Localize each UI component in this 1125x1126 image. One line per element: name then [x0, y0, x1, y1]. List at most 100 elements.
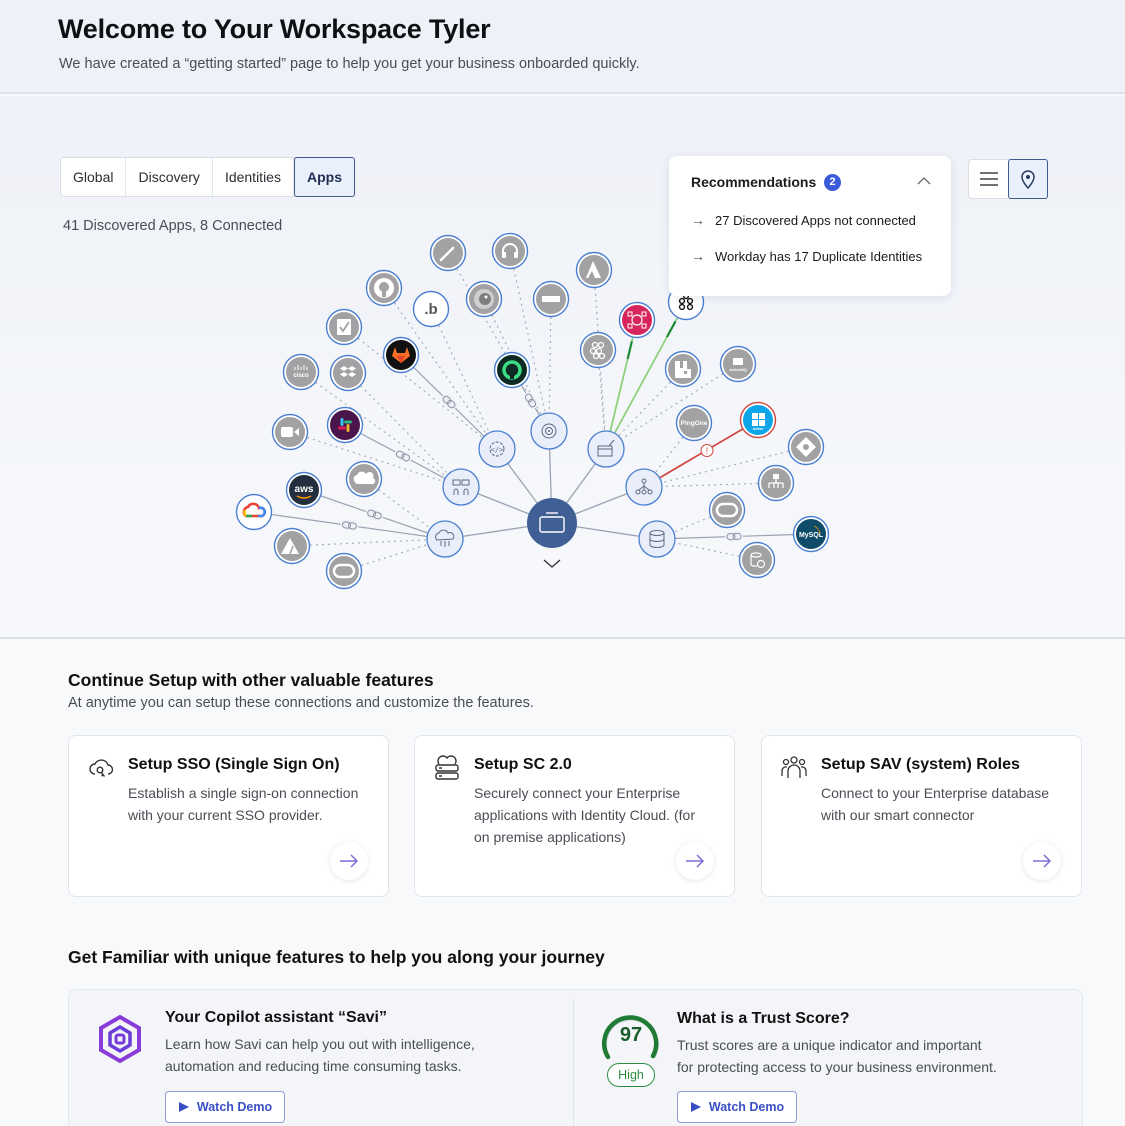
app-node[interactable] — [575, 251, 613, 289]
scope-tabs: Global Discovery Identities Apps — [60, 157, 355, 197]
database-hub-node[interactable] — [638, 520, 676, 558]
savi-description-line-2: automation and reducing time consuming t… — [165, 1058, 462, 1074]
app-node[interactable] — [532, 280, 570, 318]
app-node[interactable] — [273, 527, 311, 565]
trust-watch-demo-button[interactable]: Watch Demo — [677, 1091, 797, 1123]
app-node[interactable]: MySQL — [792, 515, 830, 553]
app-node[interactable]: PingOne — [675, 404, 713, 442]
app-node[interactable]: cisco — [282, 353, 320, 391]
link-chain-icon — [441, 394, 457, 410]
app-node[interactable] — [329, 354, 367, 392]
savi-title: Your Copilot assistant “Savi” — [165, 1009, 387, 1026]
video-camera-icon — [281, 427, 299, 437]
trust-score-description-line-2: for protecting access to your business e… — [677, 1059, 997, 1075]
app-node[interactable] — [326, 406, 364, 444]
location-pin-icon — [1021, 170, 1035, 189]
app-node[interactable] — [325, 308, 363, 346]
app-node[interactable] — [708, 491, 746, 529]
users-group-icon — [781, 756, 807, 778]
app-node[interactable] — [365, 269, 403, 307]
app-node[interactable] — [491, 232, 529, 270]
svg-text:aws: aws — [295, 484, 314, 495]
link-chain-icon — [725, 531, 743, 542]
recommendation-item[interactable]: → Workday has 17 Duplicate Identities — [691, 248, 923, 264]
warning-icon[interactable]: ! — [700, 444, 714, 457]
app-node[interactable] — [345, 460, 383, 498]
app-node[interactable] — [664, 350, 702, 388]
chevron-up-icon[interactable] — [915, 172, 933, 190]
setup-sc-card[interactable]: Setup SC 2.0 Securely connect your Enter… — [414, 735, 735, 897]
pingone-icon: PingOne — [681, 420, 708, 427]
recommendations-count-badge: 2 — [824, 174, 841, 191]
rabbit-icon — [675, 361, 691, 378]
card-title: Setup SSO (Single Sign On) — [128, 756, 340, 773]
b-logo-icon: .b — [424, 301, 437, 318]
app-node[interactable] — [618, 301, 656, 339]
app-node[interactable] — [757, 464, 795, 502]
card-description: Securely connect your Enterprise applica… — [474, 785, 695, 845]
svg-text:cisco: cisco — [293, 373, 309, 379]
app-node[interactable] — [271, 413, 309, 451]
users-connect-icon — [452, 479, 470, 495]
map-view-button[interactable] — [1008, 159, 1048, 199]
database-icon — [649, 530, 665, 548]
setup-sav-roles-card[interactable]: Setup SAV (system) Roles Connect to your… — [761, 735, 1082, 897]
arrow-right-icon: → — [691, 212, 705, 228]
salesforce-icon — [353, 471, 376, 485]
workspace-center-node[interactable] — [527, 498, 577, 548]
setup-sso-card[interactable]: Setup SSO (Single Sign On) Establish a s… — [68, 735, 389, 897]
setup-section-title: Continue Setup with other valuable featu… — [68, 670, 434, 690]
gear-code-hub-node[interactable]: </> — [478, 430, 516, 468]
app-node[interactable] — [579, 331, 617, 369]
app-node[interactable] — [429, 234, 467, 272]
box-edit-hub-node[interactable] — [587, 430, 625, 468]
go-button[interactable] — [1023, 842, 1061, 880]
arrow-right-icon — [686, 854, 705, 868]
hierarchy-hub-node[interactable] — [625, 468, 663, 506]
go-button[interactable] — [330, 842, 368, 880]
play-icon — [178, 1102, 189, 1112]
recommendation-item[interactable]: → 27 Discovered Apps not connected — [691, 212, 916, 228]
trust-score-gauge — [602, 1015, 659, 1060]
svg-text:</>: </> — [491, 446, 504, 454]
app-node[interactable]: aws — [285, 471, 323, 509]
tab-global[interactable]: Global — [61, 158, 127, 196]
windows-icon: Active — [752, 413, 765, 431]
app-node[interactable]: .b — [412, 290, 450, 328]
savi-watch-demo-button[interactable]: Watch Demo — [165, 1091, 285, 1123]
familiar-section-title: Get Familiar with unique features to hel… — [68, 947, 605, 967]
atlassian-icon — [586, 261, 601, 278]
cloud-server-icon — [435, 755, 459, 780]
fingerprint-icon — [541, 423, 557, 439]
app-node[interactable] — [382, 336, 420, 374]
gitlab-icon — [392, 347, 410, 363]
card-title: Setup SC 2.0 — [474, 756, 572, 773]
page-header: Welcome to Your Workspace Tyler We have … — [0, 0, 1125, 94]
tab-apps[interactable]: Apps — [293, 157, 355, 197]
app-node[interactable] — [235, 493, 273, 531]
list-view-button[interactable] — [969, 160, 1008, 198]
app-node[interactable] — [325, 552, 363, 590]
app-node[interactable] — [738, 541, 776, 579]
play-icon — [690, 1102, 701, 1112]
chevron-down-icon[interactable] — [543, 559, 561, 568]
fingerprint-hub-node[interactable] — [530, 412, 568, 450]
app-node[interactable] — [787, 428, 825, 466]
headset-icon — [502, 243, 518, 258]
cloud-network-hub-node[interactable] — [426, 520, 464, 558]
app-node[interactable]: Active — [739, 401, 777, 439]
app-node[interactable] — [465, 280, 503, 318]
svg-text:ActiveMQ: ActiveMQ — [729, 368, 747, 372]
app-node[interactable] — [493, 351, 531, 389]
tab-identities[interactable]: Identities — [213, 158, 294, 196]
gear-code-icon: </> — [489, 441, 505, 457]
tab-discovery[interactable]: Discovery — [126, 158, 213, 196]
users-connect-hub-node[interactable] — [442, 468, 480, 506]
folder-tree-icon — [768, 474, 784, 488]
go-button[interactable] — [676, 842, 714, 880]
card-description: Connect to your Enterprise database with… — [821, 785, 1050, 823]
slack-icon — [338, 418, 352, 432]
app-node[interactable]: ActiveMQ — [719, 345, 757, 383]
